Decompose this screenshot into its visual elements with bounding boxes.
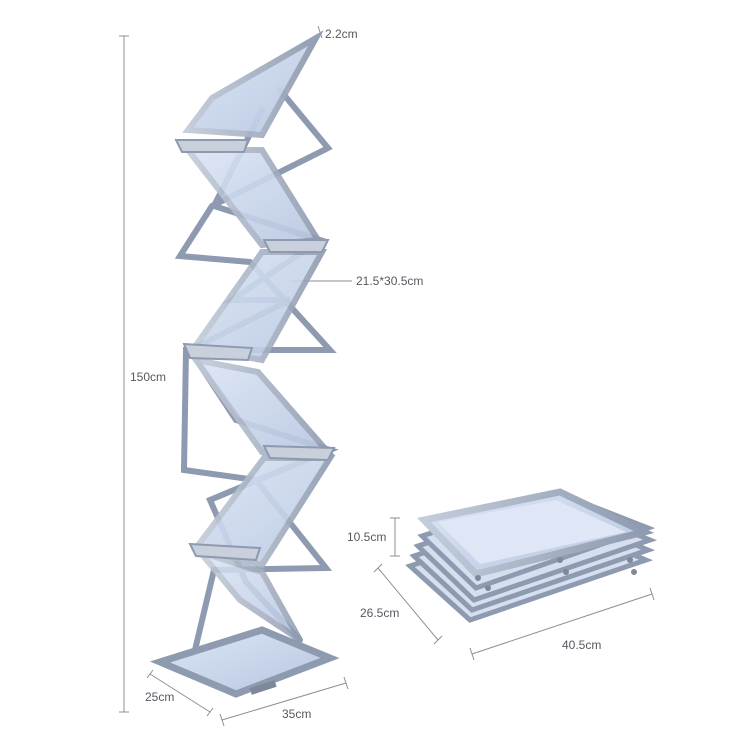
folded-width-dimension-line [469,587,655,661]
base-width-label: 35cm [282,707,312,721]
stand-base [149,626,340,698]
pocket-lips [174,139,336,562]
folded-height-dimension-line [390,517,400,557]
display-panel [188,249,328,364]
folding-stand [149,29,340,698]
height-label: 150cm [130,370,167,384]
folded-width-label: 40.5cm [562,638,602,652]
panel-size-label: 21.5*30.5cm [356,274,424,288]
display-panels [181,29,336,643]
base-width-dimension-line [219,676,349,727]
folded-depth-label: 26.5cm [360,606,400,620]
base-depth-label: 25cm [145,690,175,704]
folded-top-panel [417,488,655,578]
display-panel [189,355,335,455]
base-depth-dimension-line [146,669,214,717]
top-thickness-label: 2.2cm [325,27,358,41]
height-dimension-line [119,35,129,713]
folded-stand [405,488,658,623]
top-thickness-marker [317,25,323,39]
display-panel [182,29,324,139]
folded-height-label: 10.5cm [347,530,387,544]
display-panel [191,545,303,643]
folded-hinges [475,557,637,591]
folded-depth-dimension-line [373,563,443,645]
